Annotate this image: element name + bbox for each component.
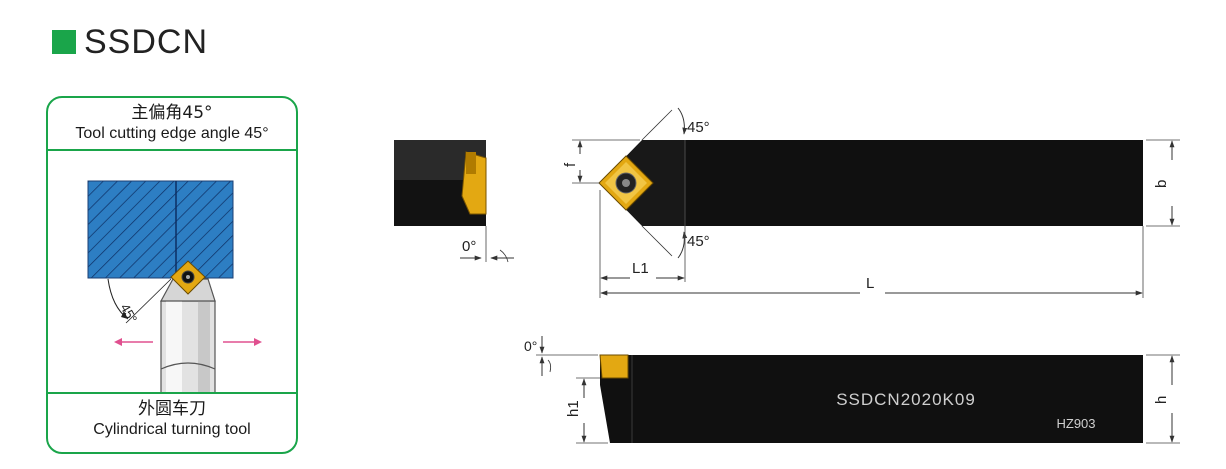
feed-arrows: [114, 338, 262, 346]
dim-L: L: [866, 275, 874, 292]
model-code: SSDCN2020K09: [836, 390, 976, 409]
dim-b: b: [1153, 180, 1170, 188]
serial-number: HZ903: [1056, 416, 1095, 431]
card-footer: 外圆车刀 Cylindrical turning tool: [48, 392, 296, 452]
tool-shank: [159, 278, 216, 394]
side-view-insert: [599, 354, 629, 379]
title-marker-square: [52, 30, 76, 54]
workpiece: [87, 180, 234, 279]
cutting-illustration: 45°: [87, 180, 262, 394]
dim-L1: L1: [632, 260, 649, 277]
dim-f: f: [562, 162, 579, 167]
side-view: SSDCN2020K09 HZ903 0° h1 h: [524, 336, 1180, 444]
page-title: SSDCN: [52, 22, 208, 62]
end-view-angle: 0°: [462, 238, 476, 255]
end-view: 0°: [394, 140, 514, 263]
dim-h1: h1: [565, 400, 582, 417]
arrow-left-icon: [114, 338, 122, 346]
top-view-insert: [598, 155, 654, 211]
title-text: SSDCN: [84, 22, 209, 61]
side-view-angle: 0°: [524, 338, 537, 354]
dim-h: h: [1153, 396, 1170, 404]
card-header-en: Tool cutting edge angle 45°: [75, 125, 269, 142]
arrow-right-icon: [254, 338, 262, 346]
card-header-cn: 主偏角45°: [131, 103, 213, 123]
card-footer-cn: 外圆车刀: [138, 399, 206, 419]
card-header: 主偏角45° Tool cutting edge angle 45°: [48, 98, 296, 151]
top-view: 45° 45° f b L1 L: [562, 107, 1180, 298]
top-view-angle-upper: 45°: [687, 119, 710, 136]
info-card: 主偏角45° Tool cutting edge angle 45°: [46, 96, 298, 454]
insert: [170, 260, 206, 295]
card-footer-en: Cylindrical turning tool: [93, 421, 251, 438]
top-view-angle-lower: 45°: [687, 233, 710, 250]
